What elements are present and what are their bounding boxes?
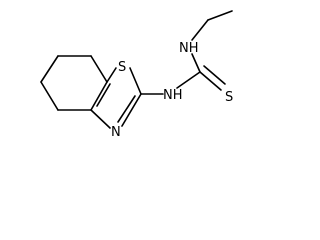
bond-c3a-c7a: [90, 81, 108, 111]
chemical-structure-diagram: S N NH NH S: [40, 10, 233, 140]
bond-c2-n3-double: [117, 95, 136, 123]
bond-c7a-c7: [90, 55, 108, 83]
nh-ethyl-label: NH: [179, 41, 199, 56]
bond-cthio-s-double: [203, 65, 226, 85]
bond-c6-c5: [40, 55, 59, 83]
bond-cthio-s: [199, 71, 222, 91]
nh-ring-label: NH: [163, 88, 183, 103]
sulfur-thione-label: S: [225, 90, 233, 105]
sulfur-ring-label: S: [118, 60, 126, 75]
bond-c3a-c7a-double: [96, 83, 111, 107]
bond-ch2-ch3: [207, 10, 233, 21]
bond-c2-n3: [121, 93, 142, 127]
bond-c7a-s1: [106, 67, 117, 83]
bond-n3-c3a: [90, 109, 111, 129]
bond-s1-c2: [129, 67, 142, 95]
bond-c5-c4: [40, 81, 59, 111]
nitrogen-ring-label: N: [111, 125, 121, 140]
bond-cthio-nhethyl: [191, 53, 201, 73]
bond-nh-cthio: [176, 71, 201, 89]
bond-nh-ch2: [191, 19, 209, 41]
